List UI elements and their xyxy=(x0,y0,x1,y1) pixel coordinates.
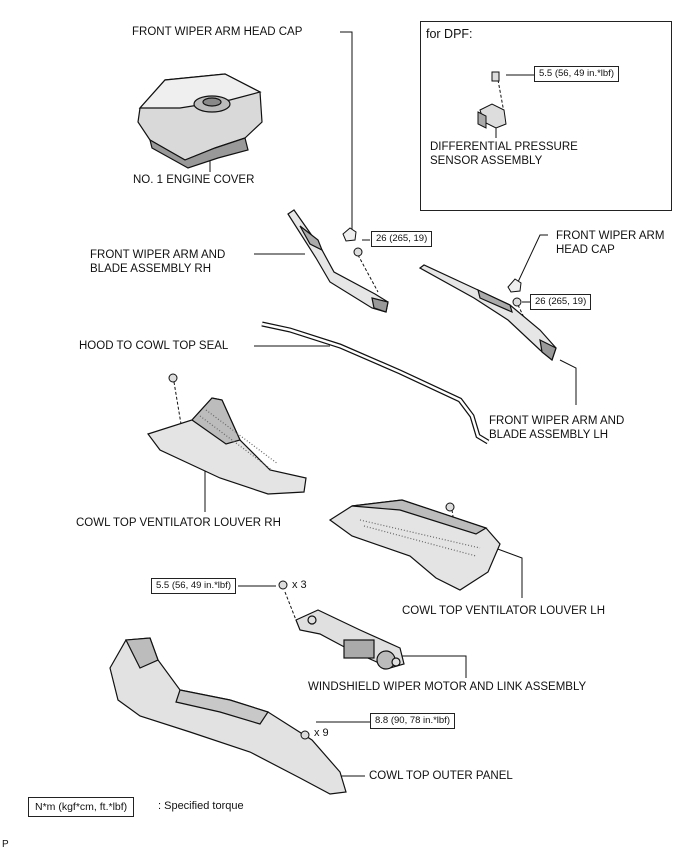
nut-arm-lh xyxy=(512,297,522,307)
label-louver-rh: COWL TOP VENTILATOR LOUVER RH xyxy=(76,517,281,529)
legend-torque-unit: N*m (kgf*cm, ft.*lbf) xyxy=(28,797,135,817)
bolt-motor xyxy=(278,580,288,590)
dpf-inset-box xyxy=(420,21,672,211)
label-dpf-sensor-line2: SENSOR ASSEMBLY xyxy=(430,155,543,167)
install-line-motor xyxy=(284,591,297,621)
install-line-louver-rh xyxy=(173,381,183,431)
leader-motor xyxy=(400,655,467,678)
label-arm-rh-line1: FRONT WIPER ARM AND xyxy=(90,249,226,261)
clip-louver-lh xyxy=(445,502,455,512)
engine-cover-part xyxy=(137,73,263,169)
louver-rh-part xyxy=(147,397,307,495)
qty-motor-bolts: x 3 xyxy=(292,579,307,591)
corner-mark: P xyxy=(2,839,9,850)
legend-description: : Specified torque xyxy=(158,800,244,812)
install-line-arm-rh xyxy=(357,254,379,293)
head-cap-rh-part xyxy=(342,227,357,242)
label-dpf-sensor-line1: DIFFERENTIAL PRESSURE xyxy=(430,141,578,153)
head-cap-lh-part xyxy=(507,278,522,293)
leader-arm-lh xyxy=(559,359,577,405)
label-head-cap-rh: FRONT WIPER ARM HEAD CAP xyxy=(132,26,303,38)
wiper-motor-part xyxy=(295,609,405,670)
label-arm-lh-line2: BLADE ASSEMBLY LH xyxy=(489,429,609,441)
label-hood-seal: HOOD TO COWL TOP SEAL xyxy=(79,340,229,352)
louver-lh-part xyxy=(328,499,501,591)
clip-louver-rh xyxy=(168,373,178,383)
label-outer-panel: COWL TOP OUTER PANEL xyxy=(369,770,513,782)
label-arm-rh-line2: BLADE ASSEMBLY RH xyxy=(90,263,212,275)
leader-head-cap-lh xyxy=(517,234,548,283)
outer-panel-part xyxy=(109,637,347,795)
torque-arm-lh: 26 (265, 19) xyxy=(530,294,592,310)
bolt-outer-panel xyxy=(300,730,310,740)
dpf-title: for DPF: xyxy=(426,27,473,41)
hood-seal-part xyxy=(261,321,490,445)
label-louver-lh: COWL TOP VENTILATOR LOUVER LH xyxy=(402,605,606,617)
label-head-cap-lh-line1: FRONT WIPER ARM xyxy=(556,230,665,242)
leader-louver-lh xyxy=(494,547,523,598)
torque-motor: 5.5 (56, 49 in.*lbf) xyxy=(151,578,236,594)
torque-arm-rh: 26 (265, 19) xyxy=(371,231,433,247)
label-engine-cover: NO. 1 ENGINE COVER xyxy=(133,174,255,186)
nut-arm-rh xyxy=(353,247,363,257)
leader-head-cap-rh xyxy=(340,31,353,230)
qty-outer-panel-bolts: x 9 xyxy=(314,727,329,739)
torque-outer-panel: 8.8 (90, 78 in.*lbf) xyxy=(370,713,455,729)
torque-dpf: 5.5 (56, 49 in.*lbf) xyxy=(534,66,619,82)
label-head-cap-lh-line2: HEAD CAP xyxy=(556,244,615,256)
dpf-sensor-part xyxy=(477,71,507,129)
label-arm-lh-line1: FRONT WIPER ARM AND xyxy=(489,415,625,427)
label-wiper-motor: WINDSHIELD WIPER MOTOR AND LINK ASSEMBLY xyxy=(308,681,587,693)
wiper-arm-lh-part xyxy=(418,264,557,362)
wiper-arm-rh-part xyxy=(287,209,389,313)
